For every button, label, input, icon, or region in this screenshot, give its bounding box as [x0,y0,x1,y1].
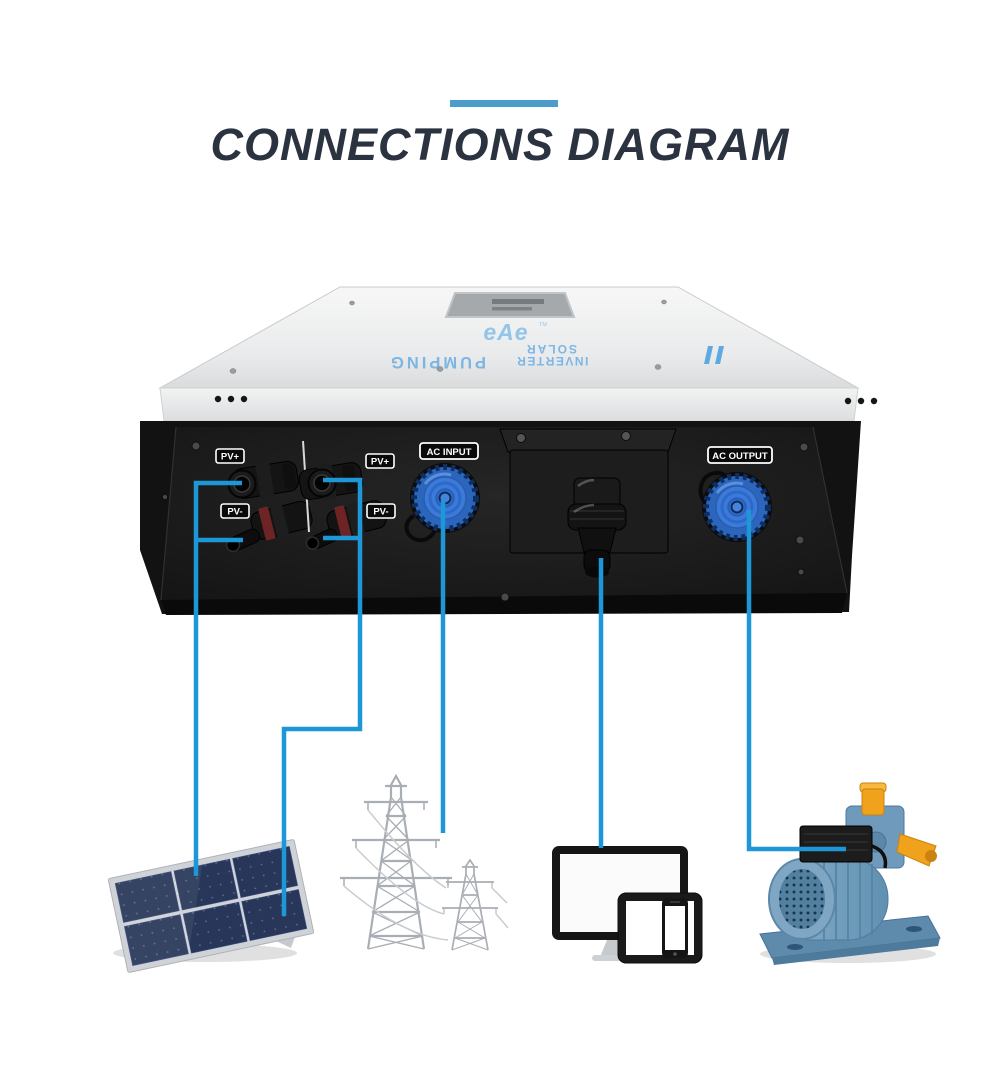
chassis-wing-edges [160,426,848,601]
lid-print-pumping: PUMPING [388,353,486,371]
power-lines [343,809,509,941]
phone-screen [665,906,685,950]
inverter-device: eAe TM PUMPING SOLAR INVERTER [140,286,878,615]
inverter-display-window [444,292,576,318]
title-accent-bar [450,100,558,107]
lid-screws [229,299,667,374]
ac-input-label: AC INPUT [419,442,479,460]
pump-base-slot-right [906,926,922,932]
svg-text:PV+: PV+ [371,457,390,468]
monitoring-devices-icon [552,846,703,964]
pv-minus-label-2: PV- [366,503,396,519]
connection-pv2-to-solar-panel [281,477,363,916]
transmission-towers-icon [340,773,509,951]
solar-panel-icon [107,839,315,973]
pump-top-port [861,788,885,816]
pump-base-slot-left [787,944,803,950]
lid-print-inverter: INVERTER [516,354,589,368]
water-pump-icon [759,782,941,965]
gland-box-bracket [499,428,677,453]
connection-lines [193,477,846,916]
vent-dots-left [214,395,248,403]
bracket-screw-right [621,431,631,441]
lid-print-bars-mark [704,346,724,364]
pump-side-port-opening [925,850,937,862]
ac-output-cap [702,472,772,542]
vent-dots-right [844,397,878,405]
ac-output-label: AC OUTPUT [707,446,773,464]
pv-plus-label-2: PV+ [365,453,395,469]
display-window-label-row [492,307,532,311]
svg-text:AC INPUT: AC INPUT [427,447,472,458]
brand-logo: eAe [483,319,528,345]
pv-plus-label-1: PV+ [215,448,245,464]
lid-print-solar: SOLAR [525,342,577,356]
svg-text:PV-: PV- [227,507,242,518]
pv-minus-label-1: PV- [220,503,250,519]
svg-text:PV-: PV- [373,507,388,518]
display-window-label [492,299,544,304]
comm-gland-box [499,428,677,578]
pump-base-front [772,938,940,965]
small-tower-braces [443,873,497,951]
connection-pv1-to-solar-panel [193,480,243,876]
svg-text:AC OUTPUT: AC OUTPUT [712,451,768,462]
connection-acoutput-to-pump [746,510,846,852]
bracket-screw-left [516,433,526,443]
pump-terminal-box [799,825,888,869]
big-tower-insulators [343,802,449,886]
inverter-lid-front-band [159,387,859,422]
brand-logo-tm: TM [539,322,547,328]
svg-text:PV+: PV+ [221,452,240,463]
phone-home-button [673,952,677,956]
page-title: CONNECTIONS DIAGRAM [210,119,790,170]
chassis-floor [161,593,847,615]
pump-cable [871,844,888,869]
chassis-screws [162,441,809,602]
cable-gland [567,477,627,578]
